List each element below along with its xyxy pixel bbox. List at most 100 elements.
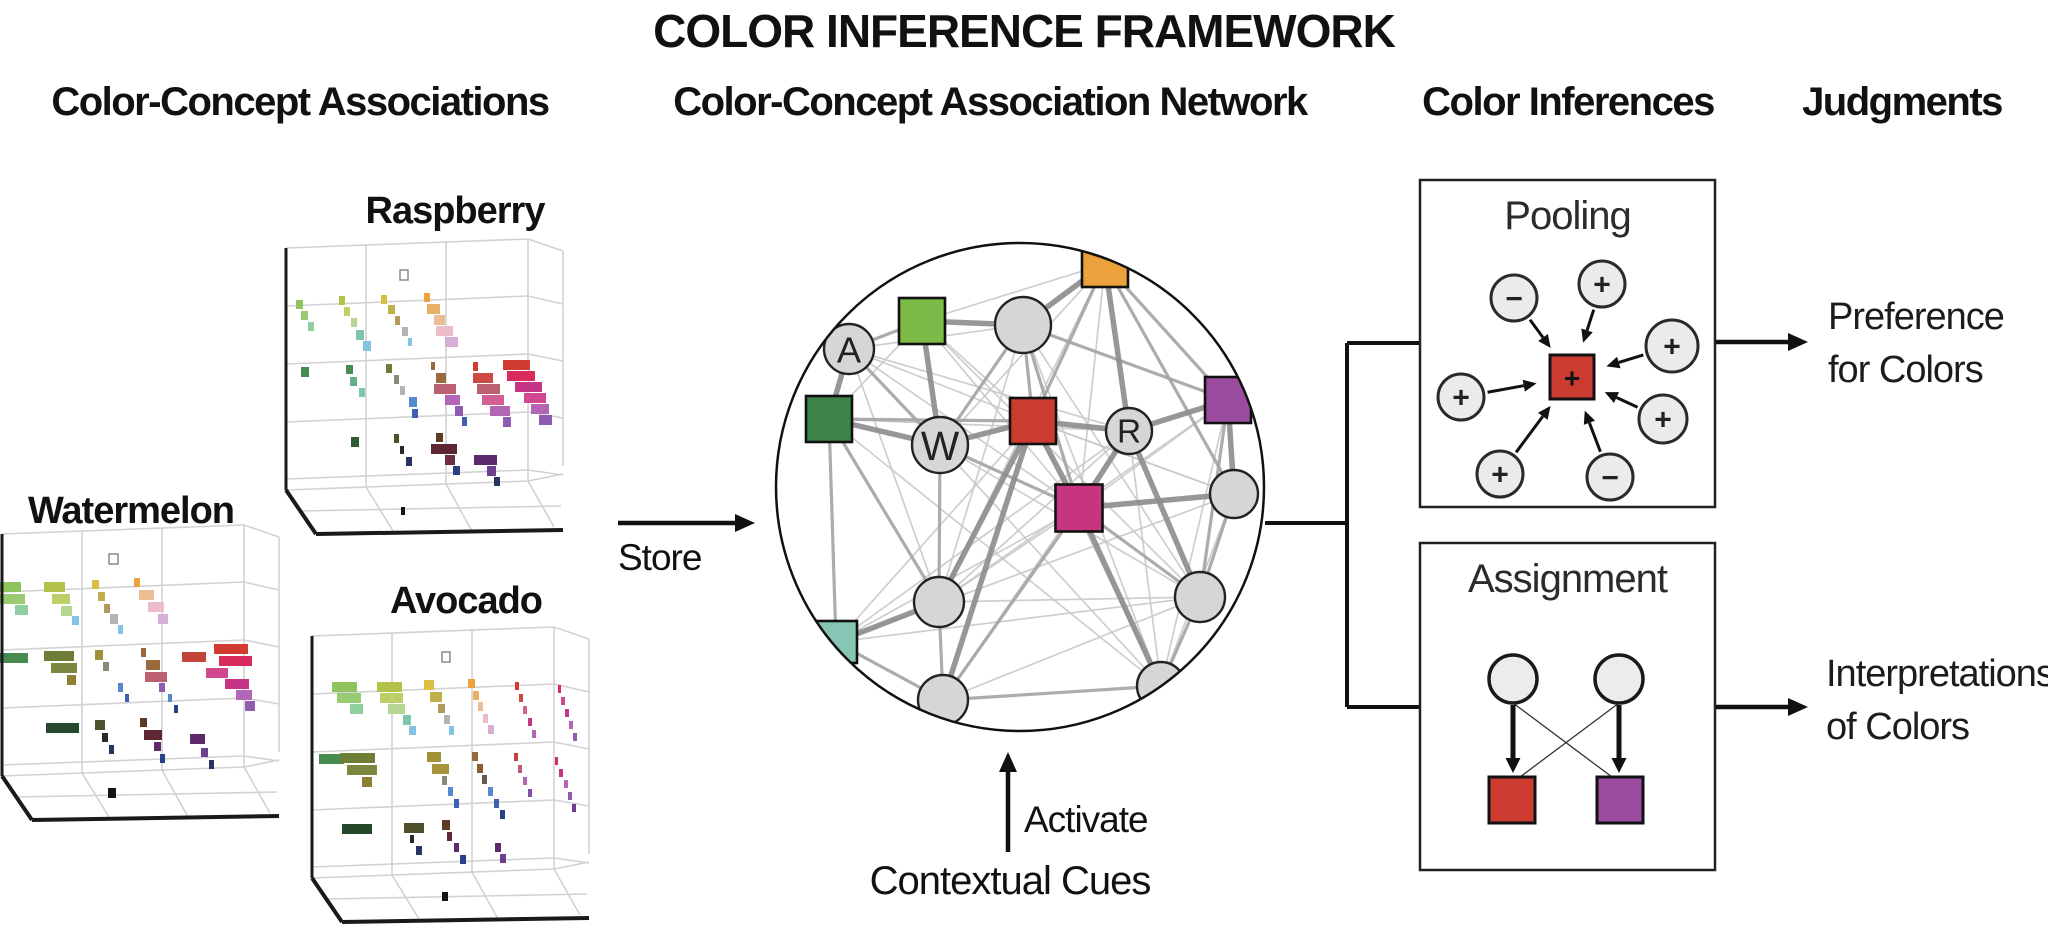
color-tile: [416, 846, 422, 855]
color-tile: [154, 742, 161, 751]
plot-grid-line: [553, 799, 590, 807]
color-tile: [473, 691, 479, 700]
color-tile: [524, 393, 546, 403]
color-tile: [118, 683, 123, 692]
activate-arrow-head: [999, 752, 1017, 772]
color-tile: [445, 455, 455, 465]
network-edge-thick: [940, 420, 1036, 701]
plot-grid-line: [527, 469, 564, 476]
color-tile: [558, 685, 561, 693]
color-tile: [490, 406, 510, 416]
color-tile: [400, 446, 404, 454]
color-tile: [319, 754, 344, 764]
network-edge-thick: [1102, 263, 1132, 432]
plot-grid-line: [243, 766, 271, 814]
store-arrow-head: [735, 514, 755, 532]
color-tile: [0, 582, 21, 592]
plot-grid-line: [1, 697, 245, 709]
color-tile: [409, 397, 417, 407]
color-tile: [454, 843, 459, 852]
color-tile: [144, 730, 162, 740]
color-tile: [462, 417, 467, 426]
plot-axis-line: [31, 814, 280, 822]
color-tile: [500, 810, 505, 819]
color-tile: [569, 721, 573, 729]
color-tile: [518, 765, 522, 773]
pooling-sign-plus: +: [1593, 269, 1611, 302]
pooling-sign-plus: +: [1654, 404, 1672, 437]
color-tile: [225, 679, 249, 689]
color-tile: [201, 748, 208, 757]
flow-graphics: [618, 333, 1808, 852]
color-tile: [444, 715, 450, 724]
color-tile: [356, 330, 364, 340]
color-tile: [473, 362, 478, 371]
network-edge-medium: [827, 418, 941, 603]
color-tile: [572, 804, 576, 812]
plot-axis-line: [0, 774, 34, 822]
color-tile: [507, 371, 535, 381]
plot-grid-line: [527, 353, 564, 362]
network-edge-thin: [921, 320, 1080, 509]
plot-grid-line: [326, 893, 588, 900]
color-tile: [44, 582, 65, 592]
pooling-sign-circle: [1637, 393, 1689, 445]
plot-grid-line: [1, 766, 245, 777]
plot-grid-line: [553, 868, 581, 916]
assignment-circle: [1487, 653, 1539, 705]
color-tile: [296, 300, 303, 309]
color-tile: [454, 799, 459, 808]
color-tile: [146, 660, 160, 670]
plot-grid-line: [243, 755, 280, 762]
network-edge-thin: [1160, 399, 1229, 687]
color-tile: [445, 337, 458, 347]
network-edge-thick: [1076, 506, 1164, 688]
network-edge-thick: [1126, 429, 1203, 599]
network-edge-thin: [921, 263, 1106, 322]
color-tile: [346, 365, 353, 374]
color-tile: [515, 382, 542, 392]
color-tile: [401, 507, 405, 515]
color-tile: [468, 679, 475, 688]
color-tile: [351, 437, 359, 447]
pooling-arrow-2: [1618, 353, 1644, 364]
network-edge-thin: [835, 430, 1130, 643]
pooling-arrow-4-head: [1537, 405, 1551, 420]
color-tile: [478, 702, 483, 711]
color-tile: [301, 311, 308, 320]
plot-grid-line: [311, 626, 555, 637]
color-tile: [460, 855, 466, 864]
pooling-sign-circle: [1489, 273, 1539, 323]
color-tile: [424, 293, 430, 302]
network-edge-medium: [1022, 323, 1229, 402]
plot-grid-line: [1, 524, 245, 535]
color-tile: [46, 723, 79, 733]
color-tile: [388, 704, 405, 714]
color-tile: [399, 269, 409, 281]
color-tile: [67, 675, 76, 685]
color-tile: [388, 305, 395, 314]
plot-grid-line: [243, 524, 280, 538]
preference-arrow-head: [1788, 333, 1808, 351]
branch-connector: [1265, 341, 1420, 709]
network-node-darkgreen-square: [804, 394, 854, 444]
color-tile: [51, 663, 77, 673]
color-tile: [494, 477, 500, 486]
network-edge-medium: [1103, 263, 1236, 495]
network-edge-thin: [835, 420, 1034, 643]
plot-grid-line: [527, 238, 564, 252]
assignment-cross-line: [1519, 702, 1620, 778]
assignment-box: [1418, 541, 1717, 872]
color-tile: [0, 594, 25, 604]
plot-grid-line: [527, 480, 555, 528]
pooling-arrow-4: [1514, 415, 1544, 454]
color-tile: [445, 395, 460, 405]
color-tile: [568, 792, 572, 800]
color-tile: [394, 434, 399, 443]
pooling-sign-plus: +: [1491, 459, 1509, 492]
pooling-arrow-3-head: [1522, 379, 1537, 392]
color-tile: [453, 466, 460, 475]
network-edge-thin: [942, 596, 1201, 701]
color-tile: [337, 693, 361, 703]
